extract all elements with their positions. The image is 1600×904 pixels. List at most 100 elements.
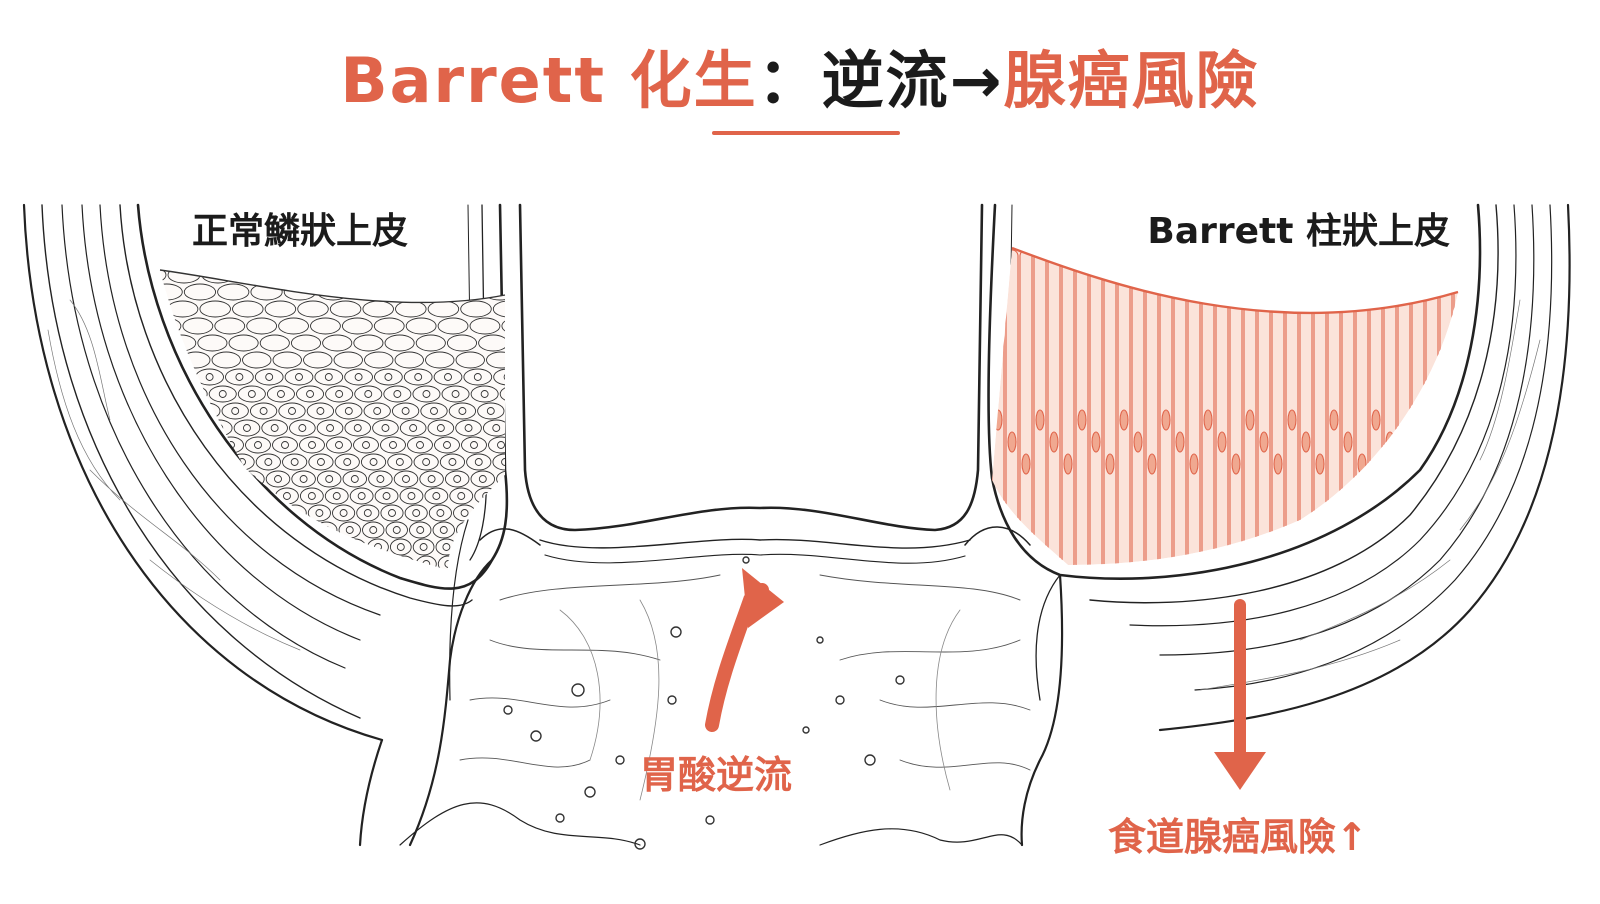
bubble — [503, 705, 513, 715]
cell-nucleus — [1063, 453, 1073, 475]
cell-nucleus — [1203, 409, 1213, 431]
cell-nucleus — [335, 441, 343, 449]
cell-nucleus — [427, 475, 436, 483]
squamous-cell — [456, 521, 479, 539]
squamous-cell — [233, 419, 261, 437]
squamous-cell — [326, 436, 352, 454]
cell-nucleus — [1371, 409, 1381, 431]
cell-nucleus — [369, 458, 378, 466]
cell-nucleus — [147, 374, 154, 381]
squamous-cell — [353, 334, 384, 352]
cell-nucleus — [395, 458, 404, 466]
squamous-cell — [432, 521, 455, 539]
cell-nucleus — [197, 475, 206, 483]
squamous-cell — [162, 504, 186, 522]
squamous-cell — [434, 436, 460, 454]
cell-nucleus — [350, 475, 359, 483]
cell-nucleus — [1301, 431, 1311, 453]
cell-nucleus — [1287, 409, 1297, 431]
squamous-cell — [478, 334, 505, 352]
squamous-cell — [356, 504, 380, 522]
cell-nucleus — [235, 373, 244, 381]
squamous-cell — [297, 300, 329, 318]
squamous-cell — [360, 453, 387, 471]
squamous-cell — [322, 334, 353, 352]
squamous-cell — [461, 436, 487, 454]
cell-nucleus — [264, 458, 273, 466]
cell-nucleus — [511, 561, 518, 568]
squamous-cell — [441, 385, 470, 403]
squamous-cell — [385, 521, 408, 539]
squamous-cell — [466, 453, 492, 471]
cell-nucleus — [259, 407, 268, 415]
squamous-cell — [380, 504, 404, 522]
squamous-cell — [496, 470, 505, 488]
title-underline — [712, 131, 900, 135]
cell-nucleus — [1273, 453, 1283, 475]
squamous-cell — [437, 317, 469, 335]
cell-nucleus — [1007, 431, 1017, 453]
cell-nucleus — [473, 373, 482, 381]
cell-nucleus — [1175, 431, 1185, 453]
cell-nucleus — [205, 373, 214, 381]
squamous-cell — [373, 317, 405, 335]
squamous-cell — [255, 453, 281, 471]
squamous-cell — [371, 270, 405, 284]
squamous-cell — [221, 521, 244, 539]
squamous-cell — [404, 504, 428, 522]
squamous-cell — [316, 470, 342, 488]
squamous-cell — [425, 351, 455, 369]
cell-nucleus — [306, 390, 314, 398]
cell-nucleus — [501, 458, 505, 466]
squamous-cell — [412, 538, 435, 556]
squamous-cell — [463, 368, 493, 386]
cell-nucleus — [1413, 409, 1423, 431]
cell-nucleus — [214, 543, 223, 551]
cell-nucleus — [1161, 409, 1171, 431]
squamous-cell — [393, 470, 419, 488]
acid-reflux-arrow — [705, 568, 784, 732]
squamous-cell — [310, 317, 341, 335]
cell-nucleus — [443, 441, 451, 449]
bubble — [584, 786, 596, 798]
squamous-cell — [211, 504, 235, 522]
cell-nucleus — [267, 560, 276, 568]
bubble — [555, 813, 565, 823]
squamous-cell — [420, 402, 448, 420]
squamous-cell — [332, 504, 356, 522]
cell-nucleus — [389, 441, 397, 449]
squamous-cell — [342, 470, 368, 488]
cell-nucleus — [325, 475, 334, 483]
cell-nucleus — [242, 509, 251, 517]
squamous-cell — [235, 270, 269, 284]
squamous-cell — [405, 270, 439, 284]
cell-nucleus — [308, 441, 316, 449]
squamous-cell — [160, 521, 173, 539]
cell-nucleus — [231, 407, 240, 415]
cell-nucleus — [407, 492, 416, 500]
cell-nucleus — [175, 373, 184, 381]
cell-nucleus — [1343, 431, 1353, 453]
cell-nucleus — [1189, 453, 1199, 475]
label-normal-squamous: 正常鱗狀上皮 — [192, 211, 409, 252]
cell-nucleus — [401, 407, 410, 415]
squamous-epithelium-border — [159, 269, 506, 304]
columnar-cell — [1005, 249, 1019, 565]
squamous-cell — [503, 538, 505, 556]
squamous-cell — [506, 403, 532, 419]
cell-nucleus — [147, 510, 154, 517]
cell-nucleus — [223, 560, 232, 568]
columnar-cell — [1411, 249, 1425, 565]
stomach-junction — [399, 203, 1061, 847]
squamous-cell — [296, 385, 325, 403]
squamous-cell — [415, 334, 446, 352]
squamous-cell — [405, 317, 437, 335]
cell-nucleus — [503, 373, 505, 381]
squamous-cell — [268, 521, 291, 539]
squamous-cell — [341, 317, 373, 335]
squamous-cell — [272, 351, 302, 369]
cell-nucleus — [474, 458, 483, 466]
cell-nucleus — [388, 509, 396, 517]
squamous-cell — [353, 436, 379, 454]
